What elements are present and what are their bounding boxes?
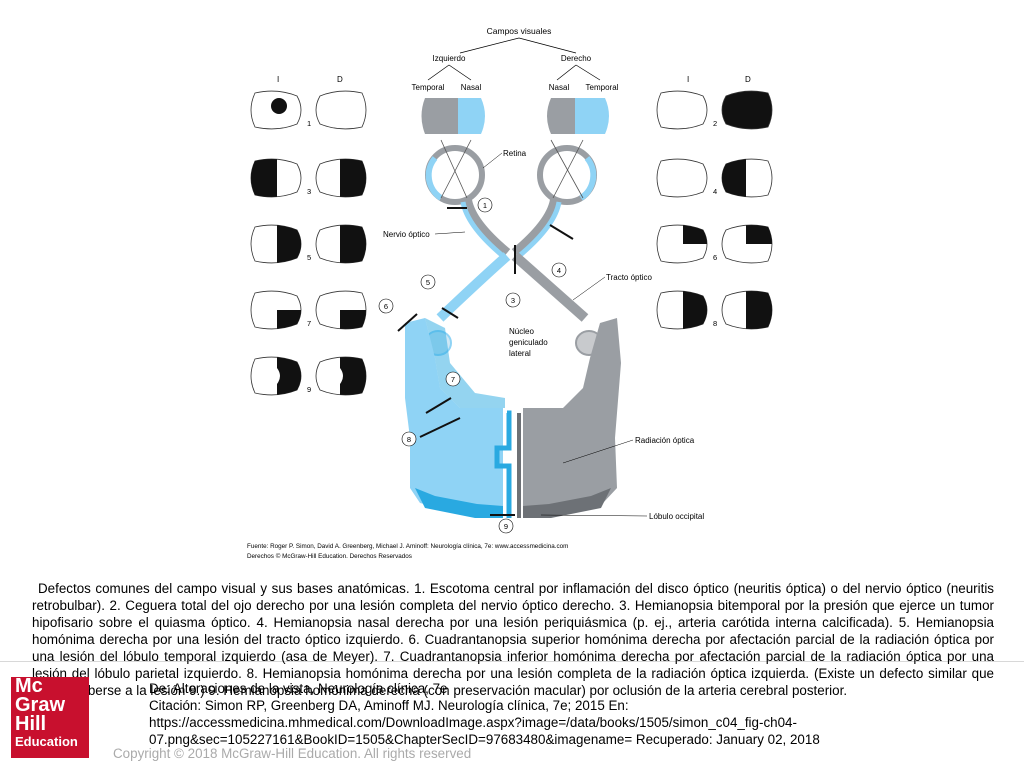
logo-line-3: Hill (15, 713, 47, 735)
right-optic-radiation (523, 318, 621, 518)
svg-text:4: 4 (713, 187, 717, 196)
field-defect-6: 6 (656, 224, 773, 264)
logo-line-1: Mc (15, 675, 43, 697)
right-col-i: I (687, 75, 689, 84)
left-optic-radiation (405, 318, 503, 518)
field-defect-5: 5 (250, 224, 367, 264)
lesion-number-6: 6 (384, 302, 388, 311)
citation-line-4: 07.png&sec=105227161&BookID=1505&Chapter… (149, 732, 820, 747)
lesion-number-3: 3 (511, 296, 515, 305)
svg-text:9: 9 (307, 385, 311, 394)
svg-text:3: 3 (307, 187, 311, 196)
lesion-markers (397, 207, 574, 516)
left-eye-label: Izquierdo (433, 54, 466, 63)
right-col-d: D (745, 75, 751, 84)
optic-radiation-label: Radiación óptica (635, 436, 695, 445)
field-defect-7: 7 (250, 290, 367, 330)
figure-rights: Derechos © McGraw-Hill Education. Derech… (247, 552, 412, 560)
copyright-notice: Copyright © 2018 McGraw-Hill Education. … (113, 746, 472, 761)
right-nasal-label: Nasal (549, 83, 570, 92)
logo-line-4: Education (15, 734, 78, 749)
field-defect-2: 2 (656, 90, 773, 130)
lesion-number-1: 1 (483, 201, 487, 210)
right-temporal-label: Temporal (586, 83, 619, 92)
lesion-number-8: 8 (407, 435, 411, 444)
lesion-numbers: 1 3 4 5 6 7 8 9 (378, 197, 567, 534)
left-temporal-label: Temporal (412, 83, 445, 92)
logo-line-2: Graw (15, 694, 66, 716)
right-temporal-field (575, 98, 609, 134)
svg-text:7: 7 (307, 319, 311, 328)
optic-tract-label: Tracto óptico (606, 273, 652, 282)
svg-text:5: 5 (307, 253, 311, 262)
field-defect-3: 3 (250, 158, 367, 198)
retina-label: Retina (503, 149, 527, 158)
visual-pathway-figure: Campos visuales Izquierdo Derecho Tempor… (247, 26, 773, 560)
field-defect-1: 1 (250, 90, 367, 130)
left-nasal-label: Nasal (461, 83, 482, 92)
lesion-number-9: 9 (504, 522, 508, 531)
svg-text:1: 1 (307, 119, 311, 128)
lesion-number-5: 5 (426, 278, 430, 287)
field-defect-4: 4 (656, 158, 773, 198)
svg-text:8: 8 (713, 319, 717, 328)
figure-caption: Defectos comunes del campo visual y sus … (32, 581, 994, 698)
left-col-d: D (337, 75, 343, 84)
right-nasal-field (547, 98, 575, 134)
divider-line (0, 661, 1024, 662)
field-defect-8: 8 (656, 290, 773, 330)
right-eye-label: Derecho (561, 54, 592, 63)
svg-text:2: 2 (713, 119, 717, 128)
mcgraw-hill-logo: Mc Graw Hill Education (11, 675, 89, 758)
citation: De: Alteraciones de la vista, Neurología… (113, 680, 993, 748)
lesion-number-7: 7 (451, 375, 455, 384)
occipital-lobe-label: Lóbulo occipital (649, 512, 704, 521)
lesion-number-4: 4 (557, 266, 561, 275)
lgn-label-2: geniculado (509, 338, 548, 347)
citation-line-3: https://accessmedicina.mhmedical.com/Dow… (149, 715, 797, 730)
optic-nerve-label: Nervio óptico (383, 230, 430, 239)
lgn-label-3: lateral (509, 349, 531, 358)
figure-source: Fuente: Roger P. Simon, David A. Greenbe… (247, 543, 568, 550)
left-col-i: I (277, 75, 279, 84)
visual-fields-title: Campos visuales (487, 26, 552, 36)
left-temporal-field (421, 98, 458, 134)
field-defect-9: 9 (250, 356, 367, 396)
citation-line-1: De: Alteraciones de la vista, Neurología… (149, 681, 448, 696)
lgn-label-1: Núcleo (509, 327, 534, 336)
left-nasal-field (458, 98, 485, 134)
citation-line-2: Citación: Simon RP, Greenberg DA, Aminof… (149, 698, 629, 713)
svg-text:6: 6 (713, 253, 717, 262)
